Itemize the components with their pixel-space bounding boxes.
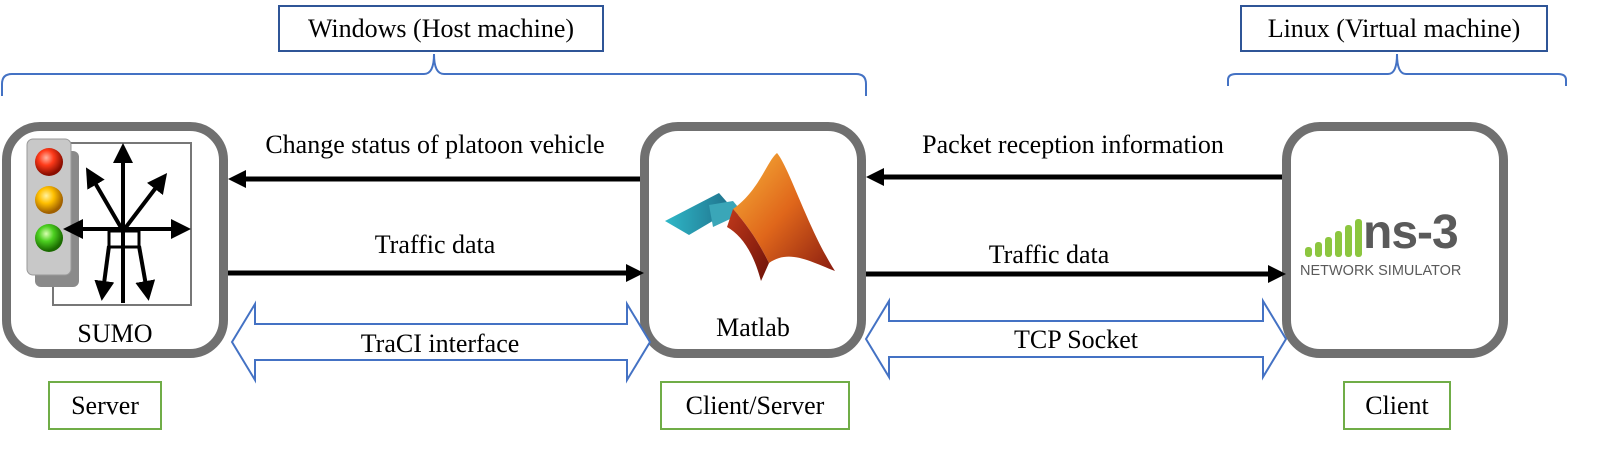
ns3-subtitle: NETWORK SIMULATOR — [1300, 263, 1462, 279]
matlab-node: Matlab — [640, 122, 866, 358]
traci-interface-label: TraCI interface — [360, 329, 520, 358]
matlab-to-sumo-label: Change status of platoon vehicle — [265, 130, 605, 159]
sumo-to-matlab-arrow — [228, 264, 644, 282]
matlab-to-ns3-arrow — [866, 265, 1286, 283]
host-region-label: Windows (Host machine) — [278, 5, 604, 52]
traffic-light-icon — [26, 138, 192, 306]
sumo-role-label: Server — [48, 381, 162, 430]
matlab-label: Matlab — [716, 313, 790, 342]
virtual-region-label: Linux (Virtual machine) — [1240, 5, 1548, 52]
sumo-label: SUMO — [77, 319, 153, 348]
ns3-role-label: Client — [1343, 381, 1451, 430]
tcp-socket-label: TCP Socket — [1014, 325, 1138, 354]
ns3-to-matlab-arrow — [866, 168, 1282, 186]
sumo-node: SUMO — [2, 122, 228, 358]
host-region-brace — [1, 53, 867, 96]
traci-interface-arrow — [230, 300, 652, 384]
sumo-to-matlab-label: Traffic data — [374, 230, 496, 259]
signal-bars-icon — [1305, 219, 1362, 257]
tcp-socket-arrow — [864, 297, 1288, 381]
matlab-to-sumo-arrow — [228, 170, 640, 188]
virtual-region-brace — [1227, 53, 1567, 86]
ns3-title: ns-3 — [1363, 206, 1459, 259]
matlab-role-label: Client/Server — [660, 381, 850, 430]
matlab-to-ns3-label: Traffic data — [988, 240, 1110, 269]
ns3-to-matlab-label: Packet reception information — [922, 130, 1224, 159]
matlab-logo-icon — [665, 153, 835, 281]
ns3-node: ns-3 NETWORK SIMULATOR — [1282, 122, 1508, 358]
